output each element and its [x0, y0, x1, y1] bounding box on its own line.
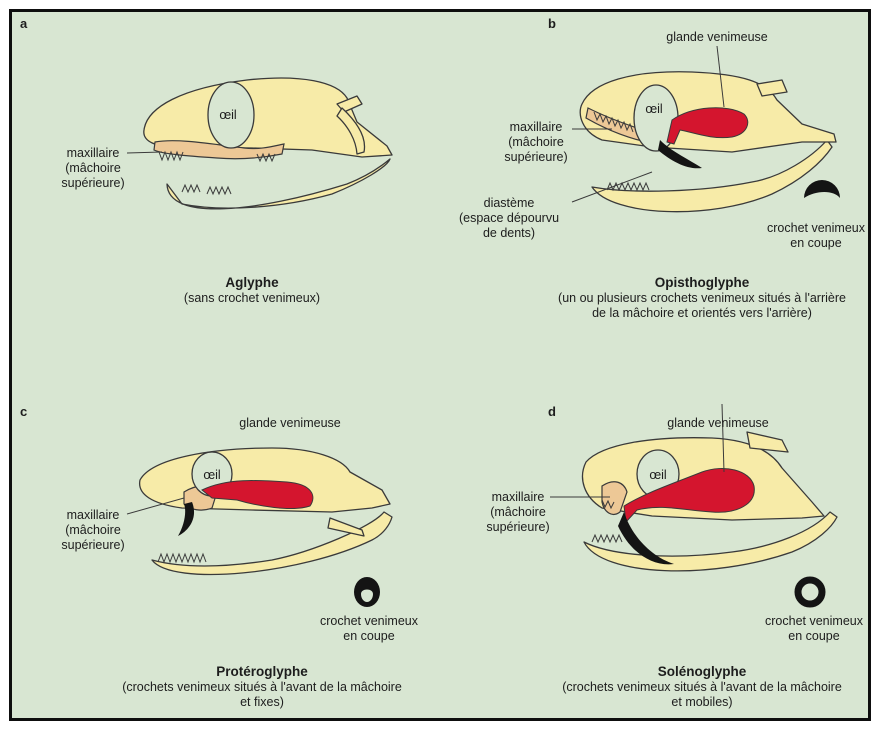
maxillaire-label: maxillaire (mâchoire supérieure) — [60, 146, 126, 191]
maxillaire-label: maxillaire (mâchoire supérieure) — [482, 490, 554, 535]
fang-section-hollow — [798, 580, 822, 604]
type-title: Protéroglyphe — [182, 664, 342, 679]
fang-section-label: crochet venimeux en coupe — [764, 221, 868, 251]
eye-label: œil — [192, 468, 232, 483]
eye-label: œil — [208, 108, 248, 123]
fang-section-label: crochet venimeux en coupe — [317, 614, 421, 644]
type-title: Aglyphe — [172, 275, 332, 290]
fang-section-canal — [354, 577, 380, 607]
panel-letter-c: c — [20, 404, 27, 419]
type-subtitle: (crochets venimeux situés à l'avant de l… — [552, 680, 852, 710]
eye-label: œil — [634, 102, 674, 117]
panel-letter-b: b — [548, 16, 556, 31]
diagram-frame: .bone { fill: #f7eba8; stroke: #3a3a3a; … — [9, 9, 871, 721]
gland-label: glande venimeuse — [658, 416, 778, 431]
fang-section-label: crochet venimeux en coupe — [762, 614, 866, 644]
gland-label: glande venimeuse — [657, 30, 777, 45]
skull-aglyphe — [127, 78, 392, 209]
type-subtitle: (un ou plusieurs crochets venimeux situé… — [552, 291, 852, 321]
skull-illustrations: .bone { fill: #f7eba8; stroke: #3a3a3a; … — [12, 12, 868, 718]
diasteme-label: diastème (espace dépourvu de dents) — [448, 196, 570, 241]
gland-label: glande venimeuse — [230, 416, 350, 431]
type-title: Solénoglyphe — [622, 664, 782, 679]
type-subtitle: (crochets venimeux situés à l'avant de l… — [112, 680, 412, 710]
skull-opisthoglyphe — [572, 46, 840, 212]
skull-proteroglyphe — [127, 448, 392, 607]
type-title: Opisthoglyphe — [622, 275, 782, 290]
fang-section-grooved — [804, 180, 840, 198]
type-subtitle: (sans crochet venimeux) — [152, 291, 352, 306]
skull-solenoglyphe — [550, 404, 837, 604]
eye-label: œil — [638, 468, 678, 483]
panel-letter-a: a — [20, 16, 27, 31]
maxillaire-label: maxillaire (mâchoire supérieure) — [500, 120, 572, 165]
panel-letter-d: d — [548, 404, 556, 419]
maxillaire-label: maxillaire (mâchoire supérieure) — [60, 508, 126, 553]
